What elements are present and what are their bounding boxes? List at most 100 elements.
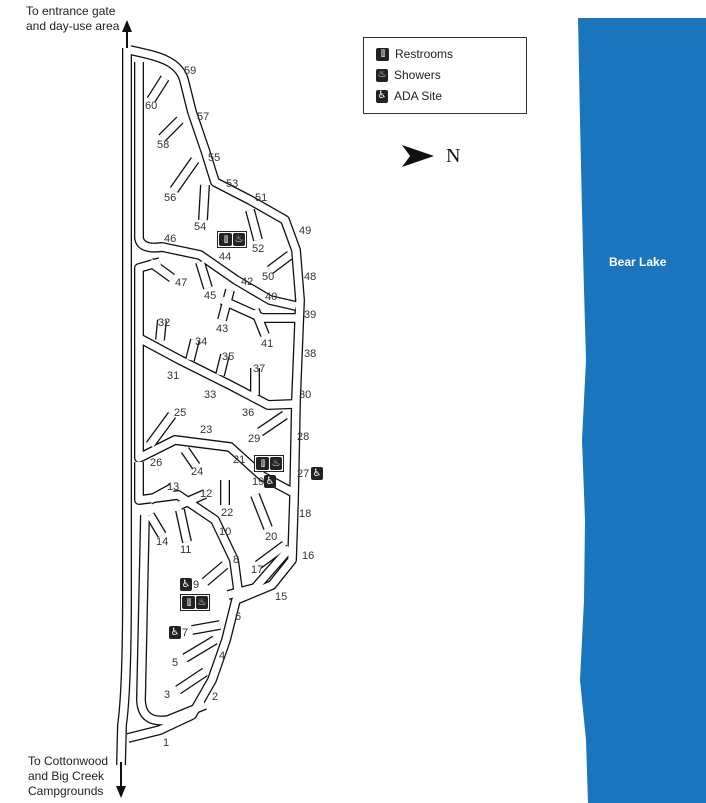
restroom-icon: ⫿⫿ [376,47,389,61]
site-spur [218,289,234,321]
site-number-4: 4 [219,650,226,662]
shower-icon: ♨ [270,457,282,470]
site-number-19: 19 [252,476,265,488]
north-destination-label: To entrance gate and day-use area [26,4,119,34]
dest-line: Campgrounds [28,784,104,798]
site-number-16: 16 [302,550,315,562]
site-spur [146,513,166,537]
site-number-45: 45 [204,290,217,302]
site-number-34: 34 [195,336,208,348]
site-number-43: 43 [216,323,229,335]
site-number-55: 55 [208,152,221,164]
site-number-60: 60 [145,100,158,112]
site-number-21: 21 [233,454,246,466]
facility-restroom-shower: ⫿⫿ ♨ [217,231,247,248]
site-number-23: 23 [200,424,213,436]
campground-road [127,46,304,742]
legend-label: Showers [394,68,441,82]
site-number-24: 24 [191,466,204,478]
dest-line: To Cottonwood [28,754,109,768]
site-number-37: 37 [253,363,266,375]
campground-road [135,62,297,310]
shower-icon: ♨ [233,233,245,246]
site-spur [267,252,293,273]
site-spur [170,157,199,193]
site-number-47: 47 [175,277,188,289]
direction-arrows [116,20,132,798]
site-number-59: 59 [184,65,197,77]
site-number-20: 20 [265,531,278,543]
ada-icon: ♿ [376,89,388,103]
site-spur [147,259,175,281]
site-number-38: 38 [304,348,317,360]
site-spur [251,493,272,530]
site-number-3: 3 [164,689,171,701]
legend-label: Restrooms [395,47,454,61]
restroom-icon: ⫿⫿ [256,457,269,470]
site-number-29: 29 [248,433,261,445]
map-legend: ⫿⫿ Restrooms ♨ Showers ♿ ADA Site [363,37,527,114]
site-number-31: 31 [167,370,180,382]
ada-icon: ♿ [264,475,276,488]
campground-road [136,514,207,726]
site-number-42: 42 [241,276,254,288]
site-spur [257,411,288,436]
site-number-53: 53 [226,178,239,190]
site-spur [246,209,262,241]
site-spur [196,260,212,290]
site-spur [148,484,174,504]
site-number-41: 41 [261,338,274,350]
dest-line: and Big Creek [28,769,105,783]
site-number-18: 18 [299,508,312,520]
site-number-8: 8 [233,554,240,566]
site-number-11: 11 [180,544,192,556]
dest-line: and day-use area [26,19,120,33]
lake-label: Bear Lake [609,255,667,269]
site-number-13: 13 [167,481,180,493]
site-spur [191,621,221,634]
site-number-2: 2 [212,691,219,703]
north-arrow-icon [402,145,434,167]
campground-road [137,514,207,725]
site-number-58: 58 [157,139,170,151]
site-number-14: 14 [156,536,169,548]
site-number-17: 17 [251,564,264,576]
site-number-48: 48 [304,271,317,283]
site-number-44: 44 [219,251,232,263]
facility-restroom-shower: ⫿⫿ ♨ [180,594,210,611]
campground-road [135,462,242,591]
ada-icon: ♿ [180,578,192,591]
bear-lake [578,18,706,803]
site-number-36: 36 [242,407,255,419]
dest-line: To entrance gate [26,4,116,18]
north-indicator: N [400,143,460,169]
legend-item-ada: ♿ ADA Site [376,89,442,103]
campground-road [227,545,293,599]
site-number-57: 57 [197,111,210,123]
road-network [116,45,305,766]
site-number-1: 1 [163,737,170,749]
site-number-50: 50 [262,271,275,283]
site-number-12: 12 [200,488,213,500]
arrow-up-icon [122,20,132,32]
south-destination-label: To Cottonwood and Big Creek Campgrounds [28,754,108,799]
legend-item-showers: ♨ Showers [376,68,441,82]
site-number-49: 49 [299,225,312,237]
site-spur [156,319,166,341]
site-number-39: 39 [304,309,317,321]
site-number-6: 6 [235,611,242,623]
site-number-40: 40 [265,291,278,303]
site-number-26: 26 [150,457,163,469]
site-spur [202,562,228,585]
site-number-9: 9 [193,579,200,591]
ada-icon: ♿ [311,467,323,480]
site-spur [255,542,288,568]
site-number-28: 28 [297,431,310,443]
site-number-25: 25 [174,407,187,419]
site-spur [183,636,217,662]
restroom-icon: ⫿⫿ [182,596,195,609]
site-number-46: 46 [164,233,177,245]
shower-icon: ♨ [196,596,208,609]
legend-label: ADA Site [394,89,443,103]
